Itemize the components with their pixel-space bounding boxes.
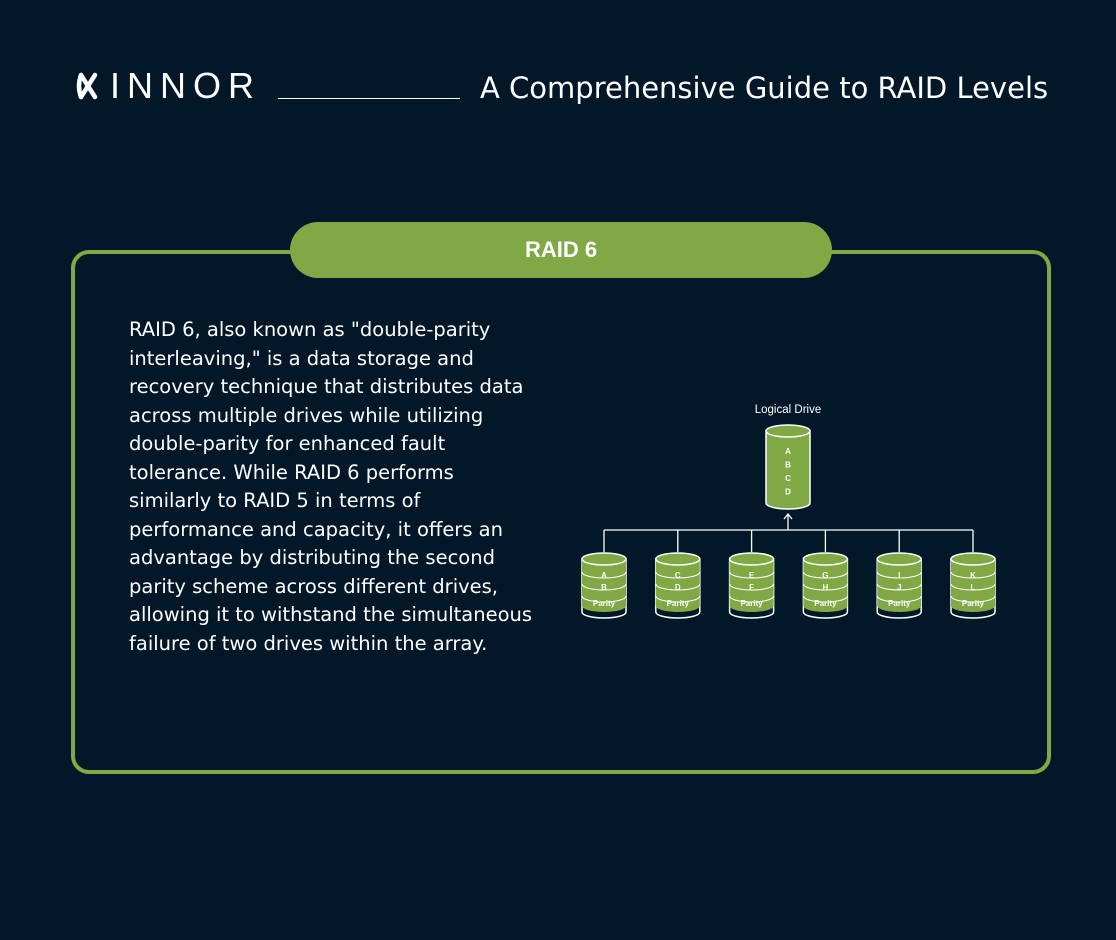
drive-fill [877, 559, 922, 612]
brand-logo: INNOR [76, 66, 261, 106]
drive-block: Parity [593, 599, 616, 608]
panel-heading-pill: RAID 6 [290, 222, 832, 278]
drive-block: I [898, 571, 900, 580]
drive-top [728, 552, 775, 566]
drive-segment-line [729, 595, 775, 603]
drive-segment-line [876, 583, 922, 591]
drive-fill [803, 559, 848, 612]
header-divider [278, 98, 460, 99]
drive-block: H [823, 583, 829, 592]
drive-block: Parity [740, 599, 763, 608]
drive-segment-line [950, 583, 996, 591]
page-title: A Comprehensive Guide to RAID Levels [480, 71, 1049, 105]
drive-top [950, 552, 996, 566]
drive-segment-line [729, 583, 775, 591]
drive-block: Parity [888, 599, 911, 608]
drive-fill [729, 559, 774, 612]
drive-block: E [749, 571, 755, 580]
drive-segment-line [802, 571, 848, 579]
raid-diagram: Logical DriveABCDABParityCDParityEFParit… [581, 404, 996, 619]
drive-fill [582, 559, 626, 612]
drive-top [581, 552, 627, 566]
drive-block: J [897, 583, 901, 592]
logical-drive-body [765, 430, 811, 510]
drive-segment-line [655, 571, 701, 579]
logical-drive-top [765, 424, 811, 438]
drive-top [802, 552, 849, 566]
drive-block: K [970, 571, 976, 580]
drive-segment-line [581, 571, 627, 579]
drive-fill [951, 559, 995, 612]
drive-block: L [971, 583, 976, 592]
drive-block: B [601, 583, 607, 592]
drive-block: Parity [814, 599, 837, 608]
drive-segment-line [876, 595, 922, 603]
brand-name: INNOR [110, 65, 261, 106]
arrow-head [783, 512, 793, 520]
drive-block: A [601, 571, 607, 580]
drive-block: Parity [667, 599, 690, 608]
drive-segment-line [802, 583, 848, 591]
drive-top [876, 552, 922, 566]
drive-segment-line [581, 583, 627, 591]
logical-drive-block: D [785, 488, 791, 497]
drive-segment-line [655, 583, 701, 591]
drive-segment-line [950, 571, 996, 579]
drive-segment-line [802, 595, 848, 603]
drive-segment-line [729, 571, 775, 579]
drive-block: F [749, 583, 754, 592]
drive-segment-line [950, 595, 996, 603]
drive-segment-line [581, 595, 627, 603]
logical-drive-label: Logical Drive [755, 404, 821, 416]
drive-fill [655, 559, 700, 612]
drive-block: C [675, 571, 681, 580]
logical-drive-block: B [785, 461, 791, 470]
drive-segment-line [655, 595, 701, 603]
logical-drive-block: C [785, 474, 791, 483]
panel-heading: RAID 6 [524, 237, 598, 262]
drive-segment-line [876, 571, 922, 579]
logical-drive-block: A [785, 447, 791, 456]
raid-description: RAID 6, also known as "double-parity int… [129, 318, 533, 655]
brand-mark-icon [76, 72, 98, 100]
drive-block: Parity [962, 599, 985, 608]
drive-block: D [675, 583, 681, 592]
drive-top [655, 552, 701, 566]
drive-block: G [822, 571, 828, 580]
